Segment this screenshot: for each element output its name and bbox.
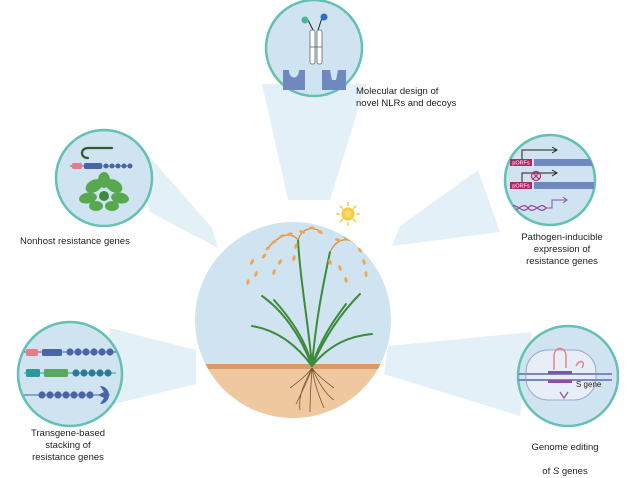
s-gene-label: S gene <box>576 380 602 389</box>
roots <box>289 367 335 413</box>
nlr-receptor-icon <box>301 13 328 65</box>
porf-box-2 <box>510 182 532 189</box>
beams <box>106 84 532 416</box>
plant-leaves <box>251 239 373 367</box>
circle-pathogen-inducible: pORFs pORFs <box>503 133 597 227</box>
hook-icon <box>80 146 114 160</box>
decoy-left-icon <box>283 70 305 90</box>
label-genome-editing-line1: Genome editing <box>531 442 599 453</box>
porf-label-1: pORFs <box>512 161 530 167</box>
porf-label-2: pORFs <box>512 184 530 190</box>
label-genome-editing: Genome editing of S genes <box>506 430 624 478</box>
rice-panicles <box>246 226 368 285</box>
main-plant-circle <box>195 202 391 418</box>
beam-top <box>262 84 366 200</box>
stack-construct-3 <box>24 386 110 404</box>
stack-construct-1 <box>24 348 116 356</box>
stack-construct-2 <box>24 369 116 377</box>
beam-left <box>128 132 218 248</box>
gene-construct-icon <box>70 163 133 169</box>
cut-arrow-icon <box>559 391 569 400</box>
beam-right <box>392 170 500 246</box>
circle-nonhost <box>54 128 154 228</box>
arabidopsis-plant-icon <box>79 172 129 211</box>
porf-box-1 <box>510 159 532 166</box>
diagram-canvas: pORFs pORFs <box>16 0 620 477</box>
inhibition-icon <box>530 170 542 182</box>
beam-bottom-right <box>384 332 532 416</box>
decoy-right-icon <box>322 70 346 90</box>
beam-bottom-left <box>106 328 196 406</box>
guide-rna-icon <box>553 347 567 370</box>
diagram-graphic: pORFs pORFs <box>16 0 620 428</box>
label-nonhost: Nonhost resistance genes <box>20 236 130 247</box>
circle-genome-editing: S gene <box>516 324 620 428</box>
dna-strand-icon <box>518 371 612 383</box>
label-molecular-design: Molecular design of novel NLRs and decoy… <box>356 86 457 109</box>
soil-surface <box>195 364 391 369</box>
sun-icon <box>336 202 360 226</box>
label-pathogen-inducible: Pathogen-inducible expression of resista… <box>521 232 603 267</box>
label-transgene-stacking: Transgene-based stacking of resistance g… <box>30 428 106 463</box>
circle-nlr-design <box>264 0 364 98</box>
soil <box>195 366 391 418</box>
lrr-domain-icon <box>98 386 109 404</box>
circle-transgene-stacking <box>16 320 124 428</box>
